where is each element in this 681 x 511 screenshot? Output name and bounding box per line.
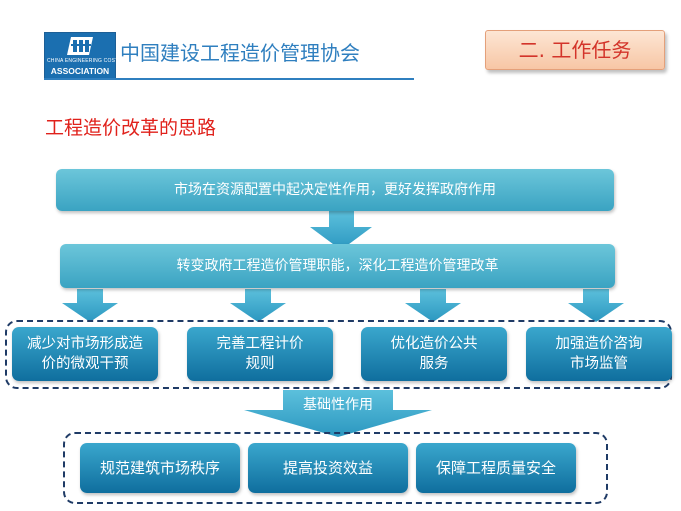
down-arrow-2 <box>62 289 118 322</box>
measure-2-line1: 完善工程计价 <box>216 336 304 352</box>
outcome-box-1: 规范建筑市场秩序 <box>80 443 240 493</box>
cecs-logo-mark-icon <box>67 37 93 55</box>
measure-box-4: 加强造价咨询市场监管 <box>526 327 672 381</box>
outcomes-group <box>63 432 608 504</box>
down-arrow-5 <box>568 289 624 322</box>
org-name: 中国建设工程造价管理协会 <box>120 41 360 65</box>
down-arrow-1 <box>310 211 372 250</box>
measure-1-line2: 价的微观干预 <box>41 356 129 372</box>
reform-box: 转变政府工程造价管理职能，深化工程造价管理改革 <box>60 244 615 288</box>
connector-label: 基础性作用 <box>303 397 373 413</box>
measure-4-line1: 加强造价咨询 <box>555 336 643 352</box>
measure-box-3: 优化造价公共服务 <box>361 327 507 381</box>
measure-2-line2: 规则 <box>245 356 275 372</box>
foundation-arrow <box>244 390 432 437</box>
association-logo: CHINA ENGINEERING COST ASSOCIATION <box>44 32 119 80</box>
outcome-box-2: 提高投资效益 <box>248 443 408 493</box>
principle-box: 市场在资源配置中起决定性作用，更好发挥政府作用 <box>56 169 614 211</box>
header-divider <box>44 78 414 80</box>
logo-subtext: CHINA ENGINEERING COST <box>47 58 119 64</box>
down-arrow-4 <box>405 289 461 322</box>
down-arrow-3 <box>230 289 286 322</box>
logo-text: ASSOCIATION <box>50 66 110 76</box>
measure-box-1: 减少对市场形成造价的微观干预 <box>12 327 158 381</box>
measure-3-line2: 服务 <box>419 356 449 372</box>
measure-box-2: 完善工程计价规则 <box>187 327 333 381</box>
measure-1-line1: 减少对市场形成造 <box>27 336 143 352</box>
slide-title: 工程造价改革的思路 <box>45 117 217 139</box>
section-tab: 二. 工作任务 <box>485 30 665 70</box>
measure-4-line2: 市场监管 <box>570 356 628 372</box>
outcome-box-3: 保障工程质量安全 <box>416 443 576 493</box>
measure-3-line1: 优化造价公共 <box>390 336 478 352</box>
